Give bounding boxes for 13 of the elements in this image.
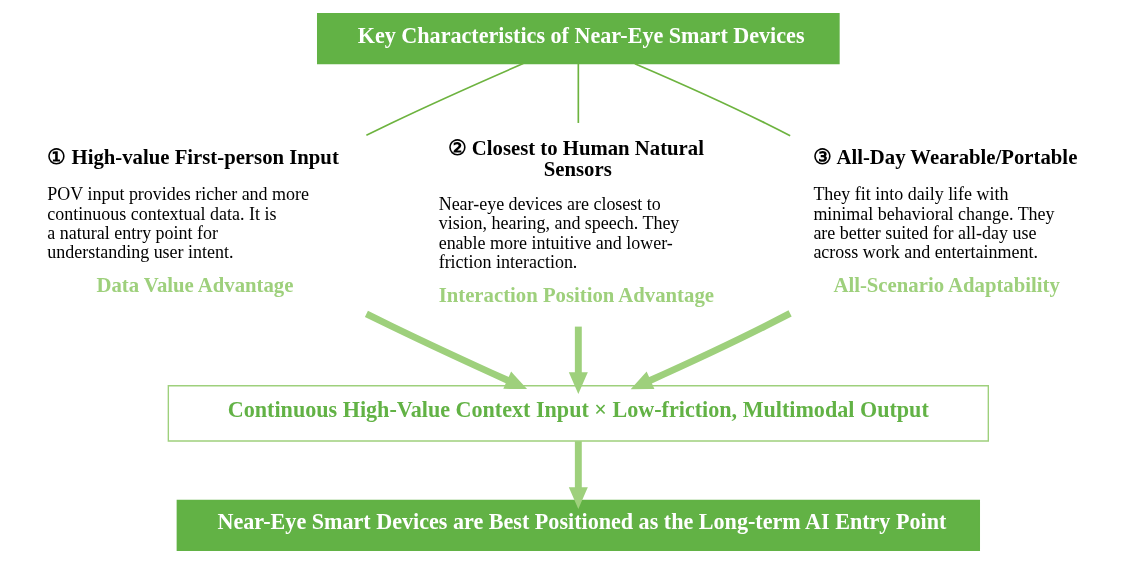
node-box: Near-Eye Smart Devices are Best Positioned as the Long-term AI Entry Point xyxy=(176,499,980,551)
connector xyxy=(633,62,791,137)
arrow xyxy=(568,326,588,394)
node-text: ② Closest to Human Natural Sensors Near-eye devices are closest to vision, hearing, and speech. They enable more intuitive and lower-friction interaction. Interaction Position Advantage xyxy=(438,137,714,307)
node-box: Key Characteristics of Near-Eye Smart Devices xyxy=(316,13,840,65)
node-text: ① High-value First-person Input POV input provides richer and more continuous contextual data. It is a natural entry point for understanding user intent. Data Value Advantage xyxy=(46,145,339,297)
connector xyxy=(365,62,524,137)
node-box: Continuous High-Value Context Input × Low-friction, Multimodal Output xyxy=(167,385,989,442)
node-text: ③ All-Day Wearable/Portable They fit into daily life with minimal behavioral change. They are better suited for all-day use across work and entertainment. All-Scenario Adaptability xyxy=(812,145,1077,297)
connector xyxy=(577,62,579,124)
arrow xyxy=(568,441,588,509)
arrow xyxy=(364,310,527,390)
arrow xyxy=(630,310,792,390)
